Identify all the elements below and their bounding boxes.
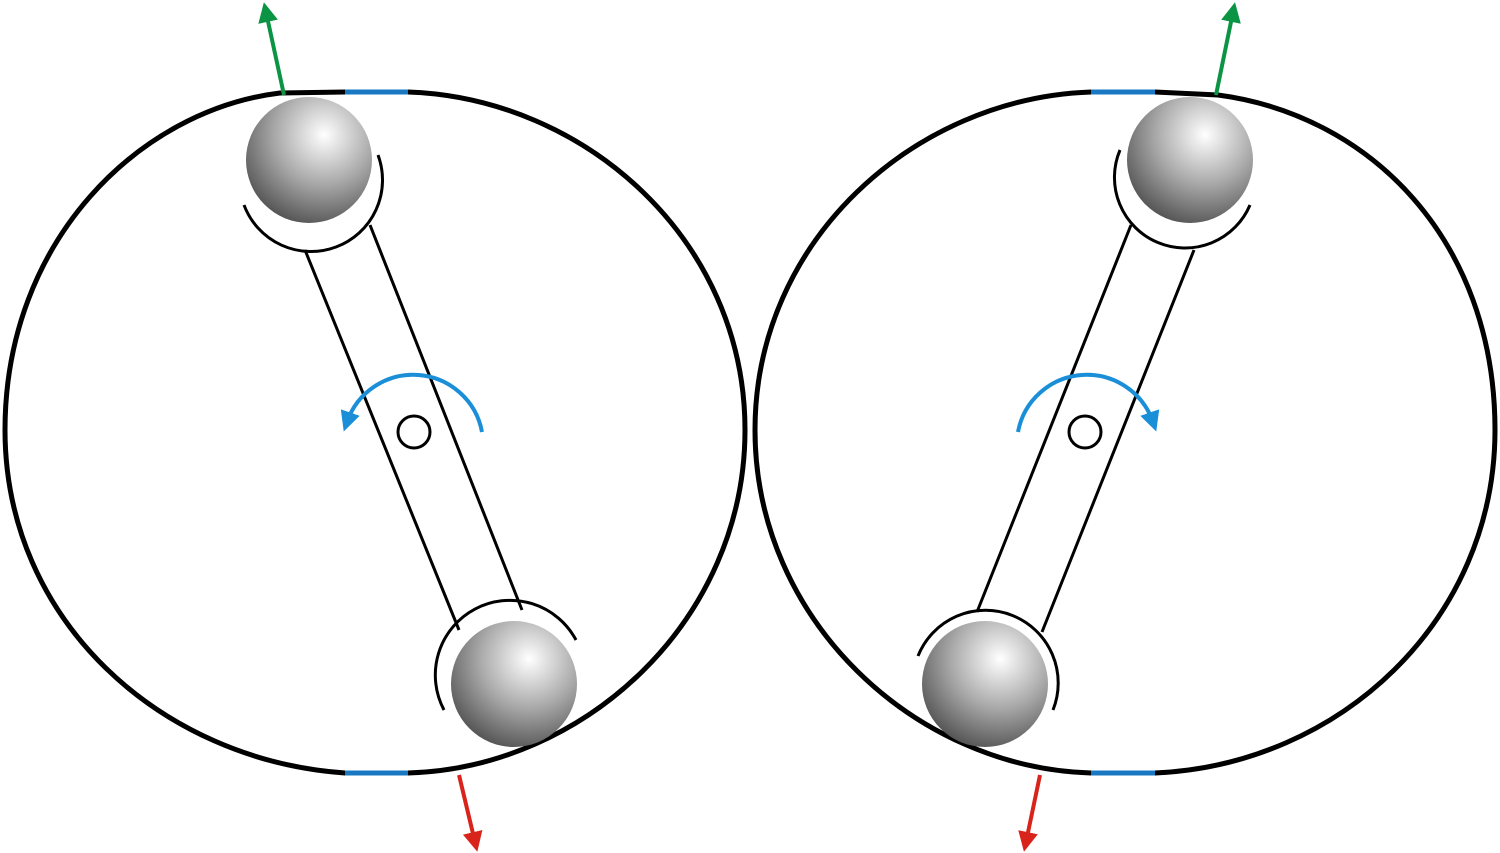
right-bottom-ball xyxy=(922,621,1048,747)
right-rod-edge-a xyxy=(975,224,1133,613)
left-housing-outline xyxy=(2,89,748,776)
right-outward-arrow-icon xyxy=(1214,2,1241,96)
right-rod-edge-b xyxy=(1040,249,1196,633)
left-pivot-icon xyxy=(396,414,432,450)
right-bottom-ball-cup xyxy=(916,608,1060,711)
left-rod-edge-a xyxy=(303,249,461,631)
right-rotation-arrow-icon xyxy=(1016,372,1160,433)
right-pivot-icon xyxy=(1067,414,1103,450)
right-rotor-unit xyxy=(752,2,1498,852)
left-top-ball-cup xyxy=(242,154,384,253)
right-inward-arrow-icon xyxy=(1018,774,1042,852)
right-top-ball xyxy=(1127,97,1253,223)
left-bottom-ball-cup xyxy=(433,598,578,711)
left-rod-edge-b xyxy=(368,224,524,611)
left-bottom-ball xyxy=(451,621,577,747)
left-inward-arrow-icon xyxy=(457,774,483,852)
left-rotation-arrow-icon xyxy=(340,372,484,433)
left-outward-arrow-icon xyxy=(258,2,286,96)
right-housing-outline xyxy=(752,89,1498,776)
left-rotor-unit xyxy=(2,2,748,852)
left-top-ball xyxy=(246,97,372,223)
right-top-ball-cup xyxy=(1112,149,1252,250)
